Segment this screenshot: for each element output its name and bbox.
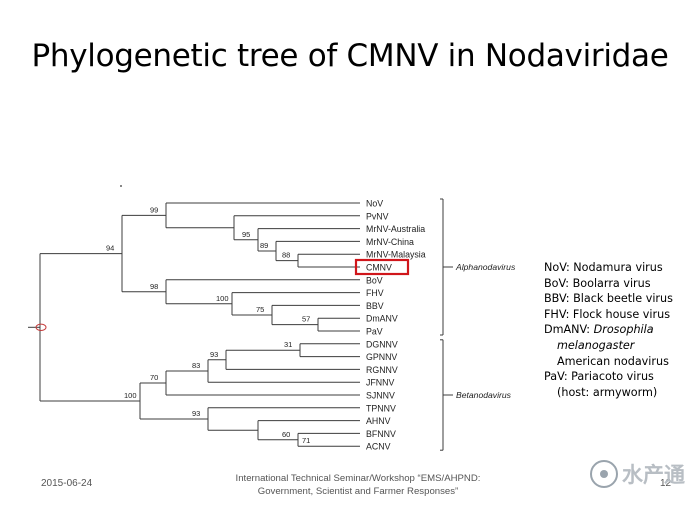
legend-dmanv: DmANV: Drosophila <box>544 322 673 338</box>
taxon-label: TPNNV <box>366 403 396 413</box>
taxon-label: ACNV <box>366 442 391 452</box>
highlight-box <box>354 258 410 276</box>
taxon-label: PaV <box>366 327 383 337</box>
taxon-label: DGNNV <box>366 339 398 349</box>
watermark: 水产通 <box>590 456 694 492</box>
legend-dmanv-species-row: melanogaster <box>544 338 673 354</box>
legend-bov: BoV: Boolarra virus <box>544 276 651 290</box>
bootstrap-value: 100 <box>124 391 137 400</box>
taxon-label: BBV <box>366 301 384 311</box>
abbreviation-legend: NoV: Nodamura virus BoV: Boolarra virus … <box>544 260 673 400</box>
taxon-label: MrNV-Malaysia <box>366 250 426 260</box>
taxon-label: PvNV <box>366 211 389 221</box>
legend-bbv: BBV: Black beetle virus <box>544 292 673 306</box>
bootstrap-value: 93 <box>192 409 200 418</box>
taxon-label: SJNNV <box>366 391 395 401</box>
footer-event-line1: International Technical Seminar/Workshop… <box>235 473 481 484</box>
footer-page-number: 12 <box>660 478 672 489</box>
bootstrap-value: 70 <box>150 373 158 382</box>
stray-dot <box>120 185 122 187</box>
bootstrap-value: 71 <box>302 436 310 445</box>
bootstrap-value: 94 <box>106 244 114 253</box>
legend-fhv: FHV: Flock house virus <box>544 307 671 321</box>
legend-dmanv-common: American nodavirus <box>557 354 669 368</box>
bootstrap-value: 88 <box>282 251 290 260</box>
taxon-label: BoV <box>366 275 383 285</box>
footer-date: 2015-06-24 <box>41 478 93 489</box>
bootstrap-value: 98 <box>150 282 158 291</box>
bootstrap-value: 83 <box>192 361 200 370</box>
watermark-logo-icon <box>590 460 618 488</box>
taxon-label: AHNV <box>366 416 391 426</box>
bootstrap-value: 89 <box>260 241 268 250</box>
bootstrap-value: 31 <box>284 340 292 349</box>
footer-event-line2: Government, Scientist and Farmer Respons… <box>257 486 459 497</box>
bootstrap-value: 60 <box>282 430 290 439</box>
legend-dmanv-genus: Drosophila <box>593 323 654 337</box>
taxon-label: MrNV-Australia <box>366 224 425 234</box>
alphanodavirus-label: Alphanodavirus <box>455 262 516 272</box>
bootstrap-value: 93 <box>210 350 218 359</box>
legend-pav: PaV: Pariacoto virus <box>544 370 654 384</box>
legend-dmanv-prefix: DmANV: <box>544 323 594 337</box>
slide-title: Phylogenetic tree of CMNV in Nodaviridae <box>31 38 669 74</box>
bootstrap-value: 95 <box>242 230 250 239</box>
taxon-label: BFNNV <box>366 429 396 439</box>
bootstrap-value: 99 <box>150 205 158 214</box>
taxon-label: NoV <box>366 199 383 209</box>
betanodavirus-label: Betanodavirus <box>456 390 512 400</box>
taxon-label: JFNNV <box>366 378 394 388</box>
legend-nov: NoV: Nodamura virus <box>544 261 663 274</box>
bootstrap-value: 57 <box>302 315 310 324</box>
watermark-text: 水产通 <box>622 463 685 487</box>
taxon-label: MrNV-China <box>366 237 414 247</box>
bootstrap-value: 75 <box>256 305 264 314</box>
taxon-label: RGNNV <box>366 365 398 375</box>
legend-pav-host: (host: armyworm) <box>557 385 658 399</box>
root-marker <box>35 323 47 331</box>
legend-dmanv-species: melanogaster <box>557 338 635 352</box>
taxon-label: CMNV <box>366 263 392 273</box>
taxon-label: GPNNV <box>366 352 397 362</box>
taxon-label: DmANV <box>366 314 398 324</box>
footer-event: International Technical Seminar/Workshop… <box>200 472 516 498</box>
taxon-label: FHV <box>366 288 384 298</box>
bootstrap-value: 100 <box>216 294 229 303</box>
